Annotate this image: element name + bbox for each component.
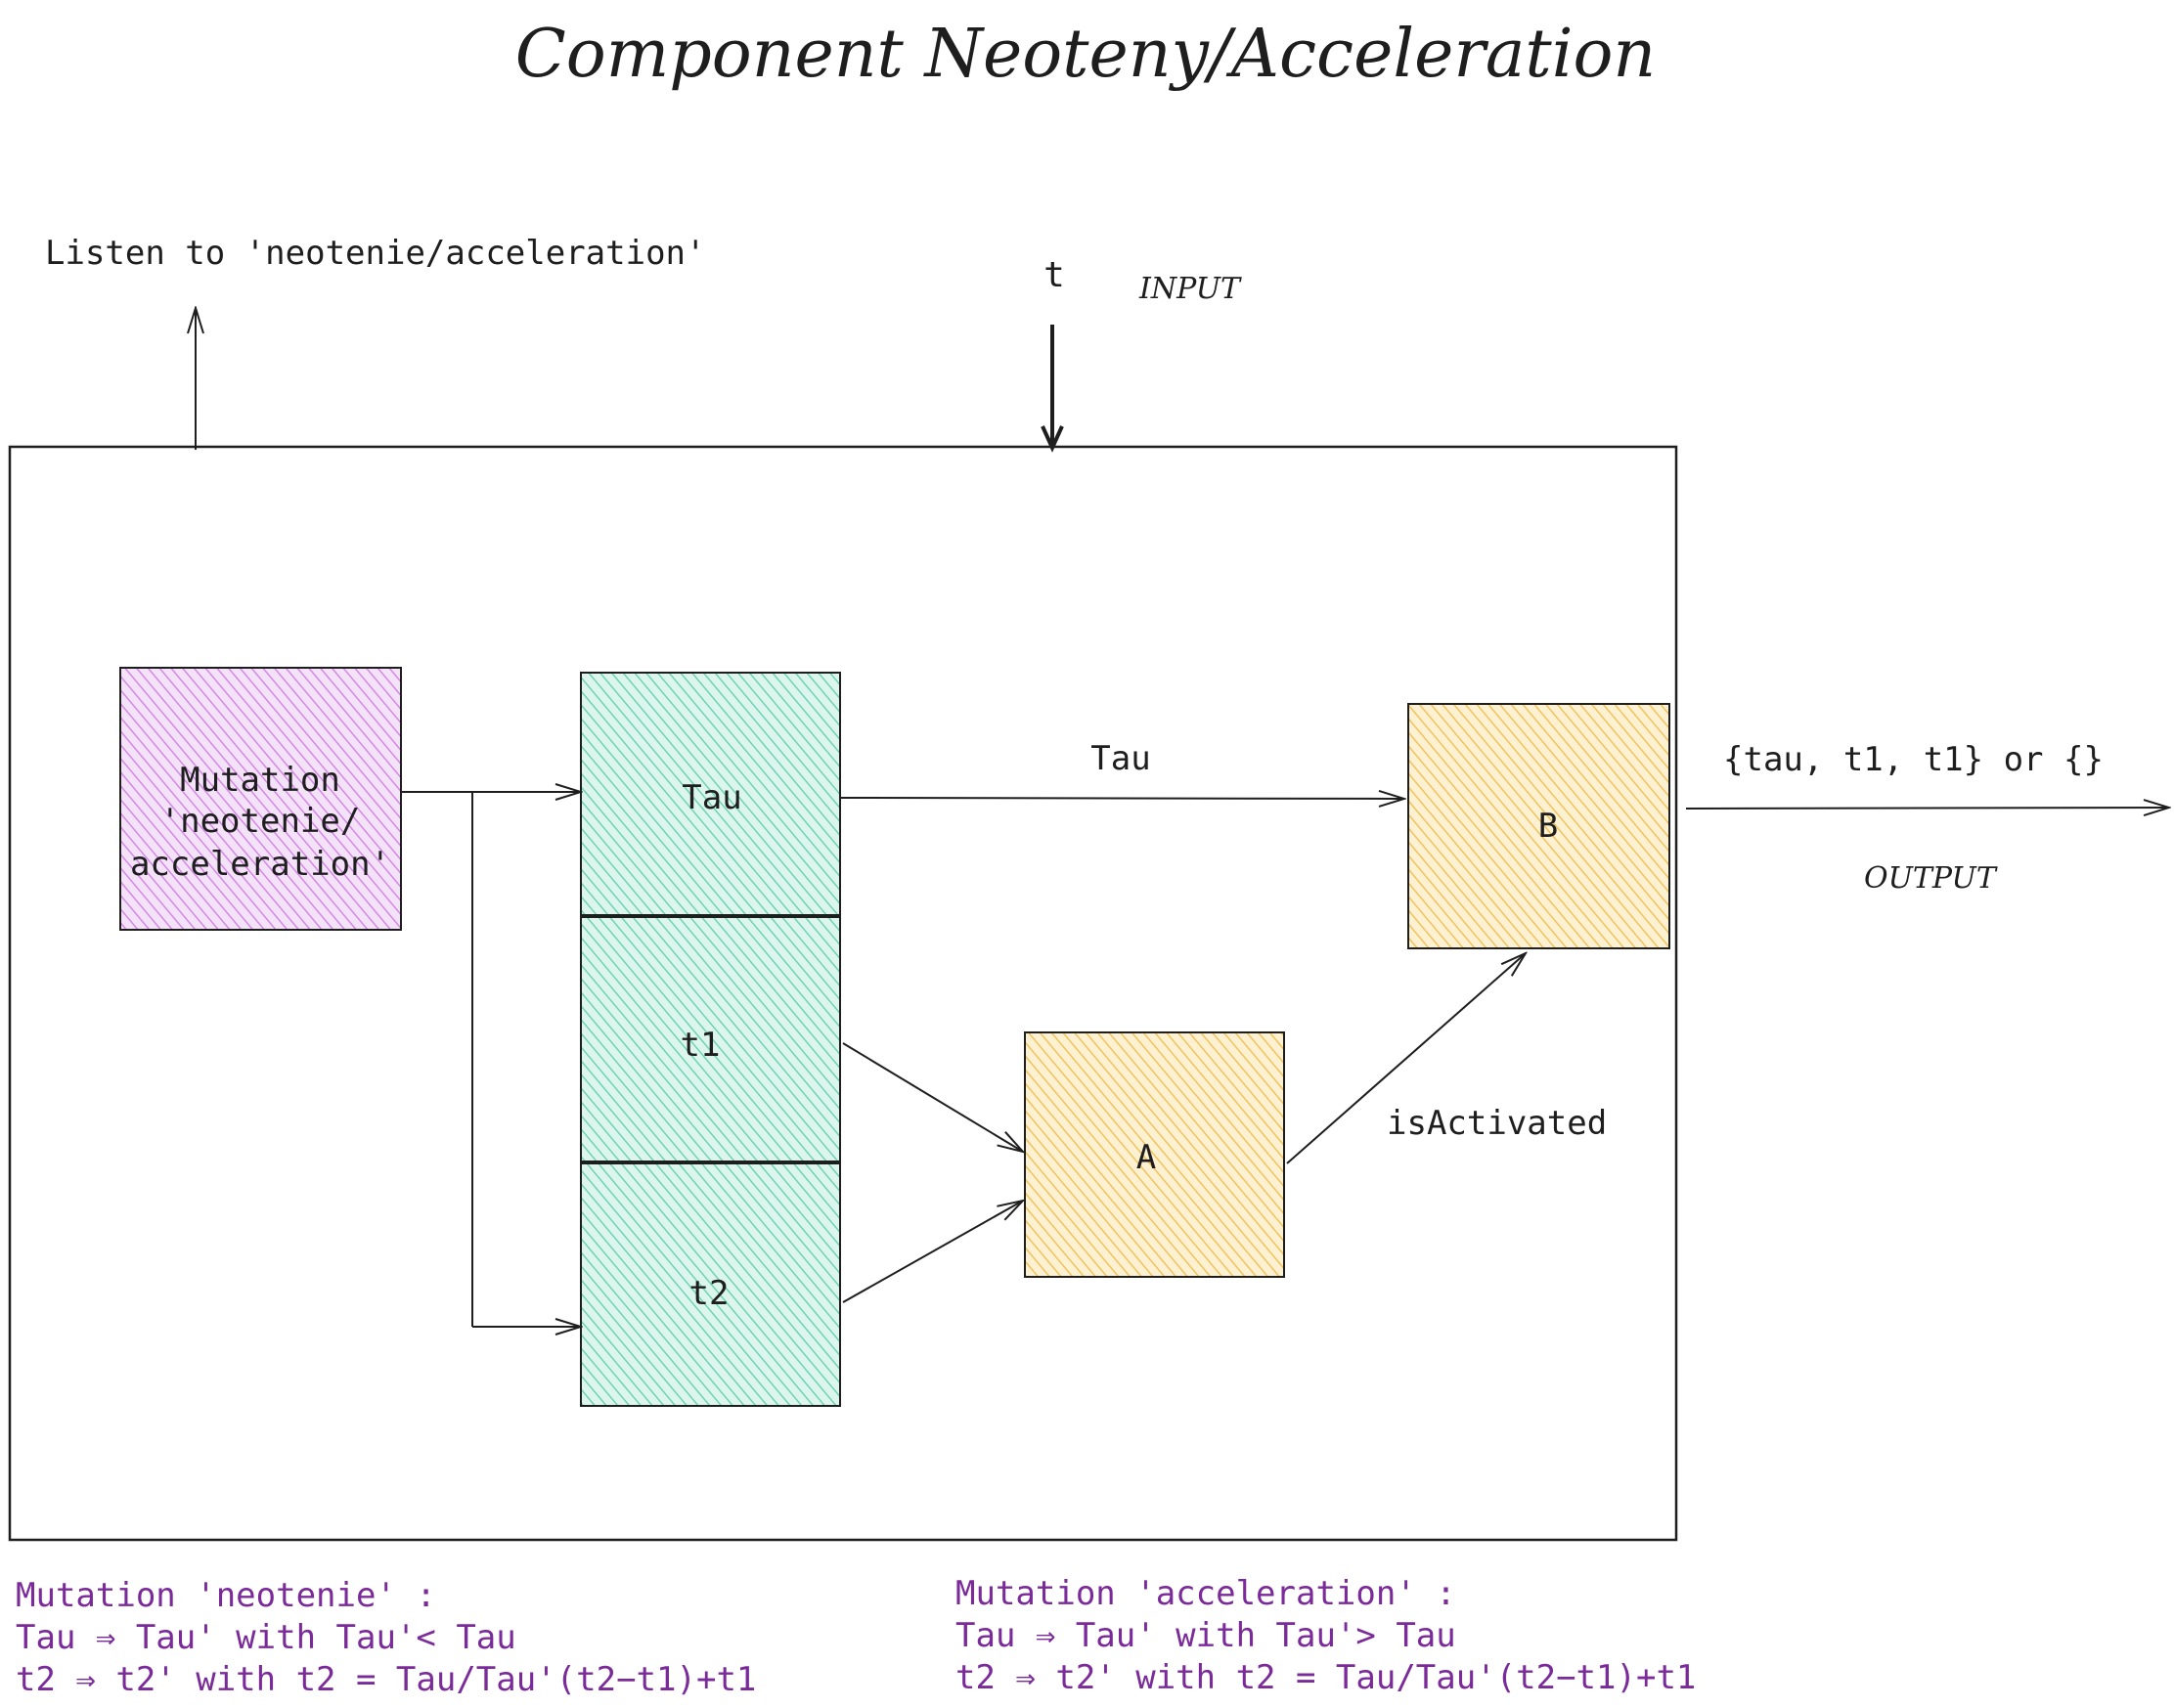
b-node: B xyxy=(1407,703,1670,949)
input-label: INPUT xyxy=(1138,272,1242,306)
acceleration-note-line2: t2 ⇒ t2' with t2 = Tau/Tau'(t2−t1)+t1 xyxy=(955,1658,1696,1697)
t2-label: t2 xyxy=(689,1274,730,1313)
mutation-label-line1: Mutation xyxy=(180,761,340,800)
t1-node: t1 xyxy=(580,916,841,1162)
a-to-b-arrow xyxy=(1286,953,1526,1164)
diagram-title: Component Neoteny/Acceleration xyxy=(515,16,1656,93)
acceleration-note-line1: Tau ⇒ Tau' with Tau'> Tau xyxy=(955,1616,1456,1655)
output-label: OUTPUT xyxy=(1864,861,1998,896)
neotenie-note-line2: t2 ⇒ t2' with t2 = Tau/Tau'(t2−t1)+t1 xyxy=(16,1660,756,1699)
mutation-label-line2: 'neotenie/ xyxy=(160,802,361,841)
neotenie-note-line1: Tau ⇒ Tau' with Tau'< Tau xyxy=(16,1618,516,1657)
mutation-node: Mutation 'neotenie/ acceleration' xyxy=(119,667,402,931)
a-node: A xyxy=(1024,1031,1285,1278)
t1-label: t1 xyxy=(681,1026,721,1065)
listen-label: Listen to 'neotenie/acceleration' xyxy=(45,234,706,273)
tau-to-b-label: Tau xyxy=(1090,739,1150,778)
acceleration-note: Mutation 'acceleration' : Tau ⇒ Tau' wit… xyxy=(955,1574,1696,1697)
mutation-label-line3: acceleration' xyxy=(130,845,390,884)
output-value: {tau, t1, t1} or {} xyxy=(1723,740,2104,779)
t2-to-a-arrow xyxy=(842,1201,1023,1303)
t1-to-a-arrow xyxy=(842,1042,1023,1152)
neotenie-note: Mutation 'neotenie' : Tau ⇒ Tau' with Ta… xyxy=(16,1576,756,1699)
a-to-b-label: isActivated xyxy=(1387,1104,1607,1143)
t2-node: t2 xyxy=(580,1162,841,1407)
component-boundary xyxy=(8,445,1678,1542)
a-label: A xyxy=(1136,1138,1156,1177)
tau-node: Tau xyxy=(580,672,841,916)
tau-label: Tau xyxy=(682,778,741,817)
acceleration-note-heading: Mutation 'acceleration' : xyxy=(955,1574,1456,1613)
input-symbol: t xyxy=(1043,255,1065,295)
output-arrow xyxy=(1685,808,2169,809)
tau-to-b-arrow xyxy=(839,798,1404,799)
b-label: B xyxy=(1538,807,1558,846)
neotenie-note-heading: Mutation 'neotenie' : xyxy=(16,1576,436,1615)
